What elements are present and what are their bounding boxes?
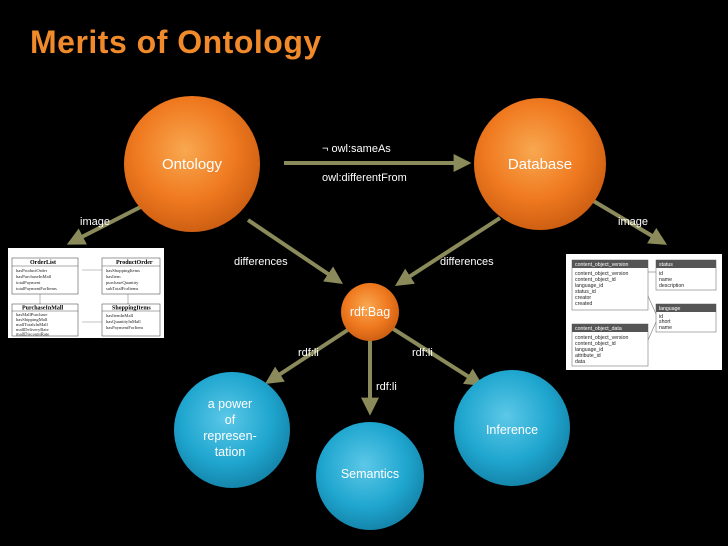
label-differences-left: differences [234,256,288,268]
ontology-node-label: Ontology [162,156,223,173]
uml-class-3-item: hasMallPurchase [16,312,47,317]
db-table-1-item: content_object_version [575,271,628,277]
db-table-2-title: status [659,262,673,268]
db-table-1-item: creator [575,295,591,301]
power-label-line-3: represen- [203,429,257,443]
uml-class-1-item: hasProductOrder [16,268,48,273]
label-rdf-li-right: rdf:li [412,347,433,359]
uml-class-2-item: subTotalForItems [106,286,139,291]
uml-class-3-item: mallDeliveryRate [16,327,49,332]
uml-class-3-item: hasShippingMall [16,317,48,322]
db-table-1-item: content_object_id [575,277,616,283]
rdfbag-node-label: rdf:Bag [350,305,390,319]
db-table-4-title: content_object_data [575,326,622,332]
uml-class-3-item: mallDiscountRate [16,332,49,337]
db-table-3-title: language [659,306,680,312]
uml-class-2-title: ProductOrder [116,260,153,266]
power-node: a power of represen- tation [174,372,290,488]
label-different-from: owl:differentFrom [322,172,407,184]
uml-class-1-item: totalPaymentForItems [16,286,57,291]
db-table-4-item: content_object_version [575,335,628,341]
db-table-2-item: name [659,277,672,283]
db-table-3-item: short [659,319,671,325]
db-table-1-item: status_id [575,289,596,295]
uml-class-1-item: hasPurchaseInMall [16,274,52,279]
label-image-left: image [80,216,110,228]
inference-node: Inference [454,370,570,486]
label-image-right: image [618,216,648,228]
db-table-2-item: description [659,283,684,289]
db-table-4-item: content_object_id [575,341,616,347]
uml-class-4-title: ShoppingItems [112,306,151,312]
database-node-label: Database [508,156,572,173]
database-node: Database [474,98,606,230]
uml-class-3-item: mallTotalsInMall [16,322,49,327]
label-rdf-li-left: rdf:li [298,347,319,359]
ontology-node: Ontology [124,96,260,232]
edge-database-rdfbag [394,216,502,286]
db-table-1-title: content_object_version [575,262,628,268]
uml-class-3-title: PurchaseInMall [22,306,64,312]
database-schema-image: content_object_version content_object_ve… [566,254,722,370]
db-table-3-item: name [659,325,672,331]
power-label-line-4: tation [215,445,246,459]
power-label-line-1: a power [208,397,252,411]
db-table-4-item: attribute_id [575,353,601,359]
db-table-1-item: created [575,301,592,307]
edge-labels: ¬ owl:sameAs owl:differentFrom image ima… [80,143,648,393]
db-table-1-item: language_id [575,283,603,289]
semantics-node: Semantics [316,422,424,530]
uml-class-2-item: purchaseQuantity [106,280,139,285]
db-table-4-item: data [575,359,585,365]
uml-class-1-item: totalPayment [16,280,41,285]
page-title: Merits of Ontology [30,24,322,60]
label-not-same-as: ¬ owl:sameAs [322,143,391,155]
label-differences-right: differences [440,256,494,268]
uml-class-2-item: hasItem [106,274,121,279]
db-table-4-item: language_id [575,347,603,353]
uml-class-diagram-image: OrderList hasProductOrder hasPurchaseInM… [8,248,164,338]
uml-class-2-item: hasShoppingItems [106,268,140,273]
db-table-3-item: id [659,314,663,320]
rdfbag-node: rdf:Bag [341,283,399,341]
uml-class-4-item: hasQuantityInMall [106,319,141,324]
uml-class-1-title: OrderList [30,260,56,266]
label-rdf-li-center: rdf:li [376,381,397,393]
uml-class-4-item: hasItemInMall [106,313,134,318]
power-label-line-2: of [225,413,236,427]
edge-ontology-rdfbag [246,218,343,285]
uml-class-4-item: hasPaymentForItem [106,325,143,330]
semantics-node-label: Semantics [341,467,399,481]
db-table-2-item: id [659,271,663,277]
inference-node-label: Inference [486,423,538,437]
